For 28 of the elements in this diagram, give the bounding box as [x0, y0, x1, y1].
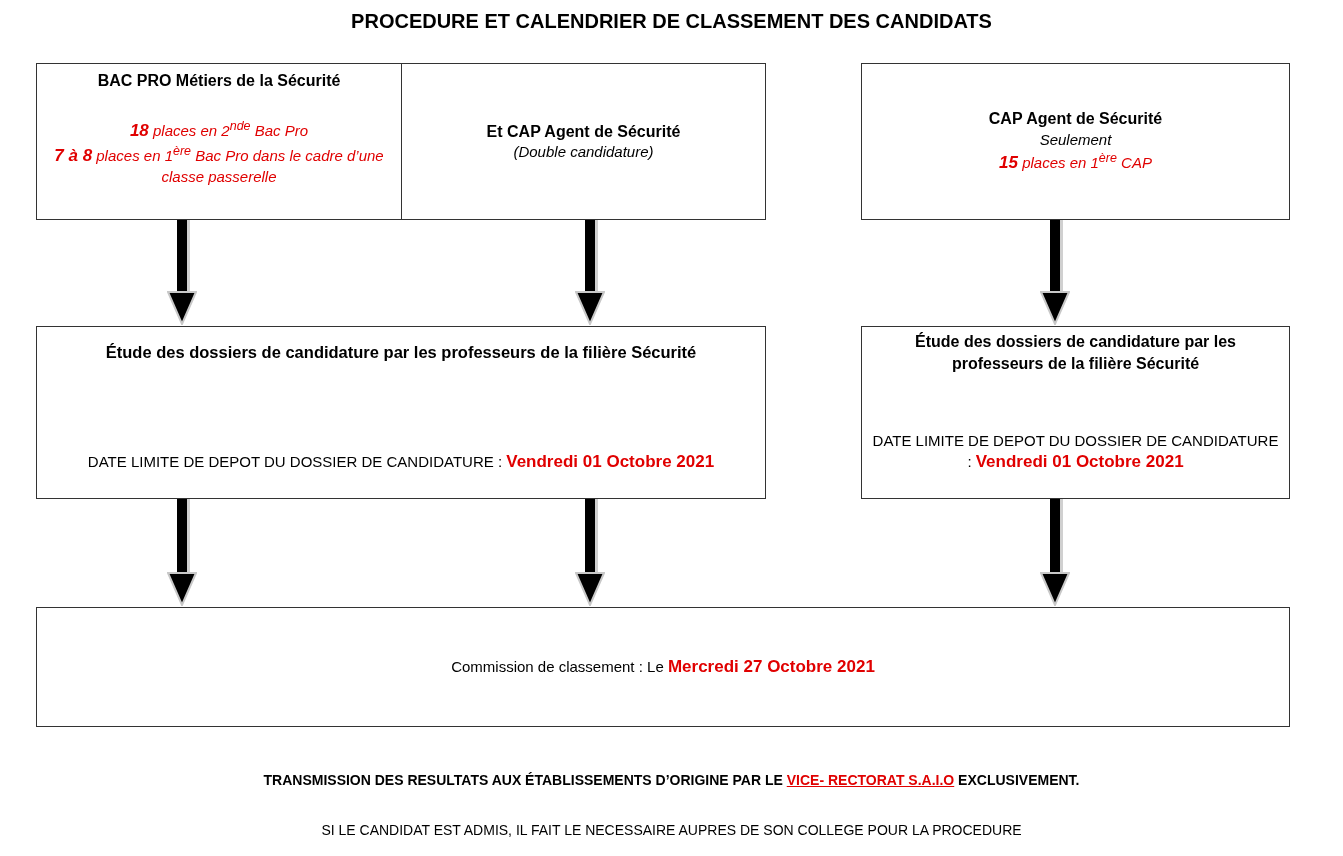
box-text: DATE LIMITE DE DEPOT DU DOSSIER DE CANDIDATURE : Vendredi 01 Octobre 2021: [87, 451, 715, 474]
box-text: (Double candidature): [513, 142, 654, 163]
box-text: 15 places en 1$^{ère}$ CAP: [999, 149, 1152, 174]
box-text: Seulement: [1039, 129, 1112, 150]
process-box: [36, 63, 402, 220]
arrow: [575, 220, 605, 325]
note-text: SI LE CANDIDAT EST ADMIS, IL FAIT LE NECESSAIRE AUPRES DE SON COLLEGE POUR LA PROCEDURE: [320, 822, 1023, 838]
process-box: [401, 63, 766, 220]
process-box: [36, 607, 1290, 727]
arrow: [575, 499, 605, 606]
box-text: DATE LIMITE DE DEPOT DU DOSSIER DE CANDIDATURE : Vendredi 01 Octobre 2021: [872, 430, 1279, 474]
box-heading: CAP Agent de Sécurité: [988, 109, 1163, 130]
arrow: [167, 220, 197, 325]
note-text: TRANSMISSION DES RESULTATS AUX ÉTABLISSEMENTS D’ORIGINE PAR LE VICE- RECTORAT S.A.I.O EXCLUSIVEMENT.: [262, 772, 1081, 788]
box-text: Commission de classement : Le Mercredi 27 Octobre 2021: [451, 655, 875, 678]
box-text: 18 places en 2$^{nde}$ Bac Pro: [129, 117, 309, 142]
diagram-title: PROCEDURE ET CALENDRIER DE CLASSEMENT DES CANDIDATS: [350, 10, 993, 33]
box-heading: Étude des dossiers de candidature par les professeurs de la filière Sécurité: [105, 342, 697, 363]
box-heading: BAC PRO Métiers de la Sécurité: [97, 71, 341, 91]
box-heading: Étude des dossiers de candidature par les professeurs de la filière Sécurité: [914, 331, 1237, 374]
arrow: [167, 499, 197, 606]
process-box: [861, 326, 1290, 499]
box-heading: Et CAP Agent de Sécurité: [486, 121, 681, 142]
process-box: [861, 63, 1290, 220]
process-box: [36, 326, 766, 499]
box-text: 7 à 8 places en 1$^{ère}$ Bac Pro dans le cadre d’une classe passerelle: [53, 142, 385, 188]
arrow: [1040, 499, 1070, 606]
arrow: [1040, 220, 1070, 325]
